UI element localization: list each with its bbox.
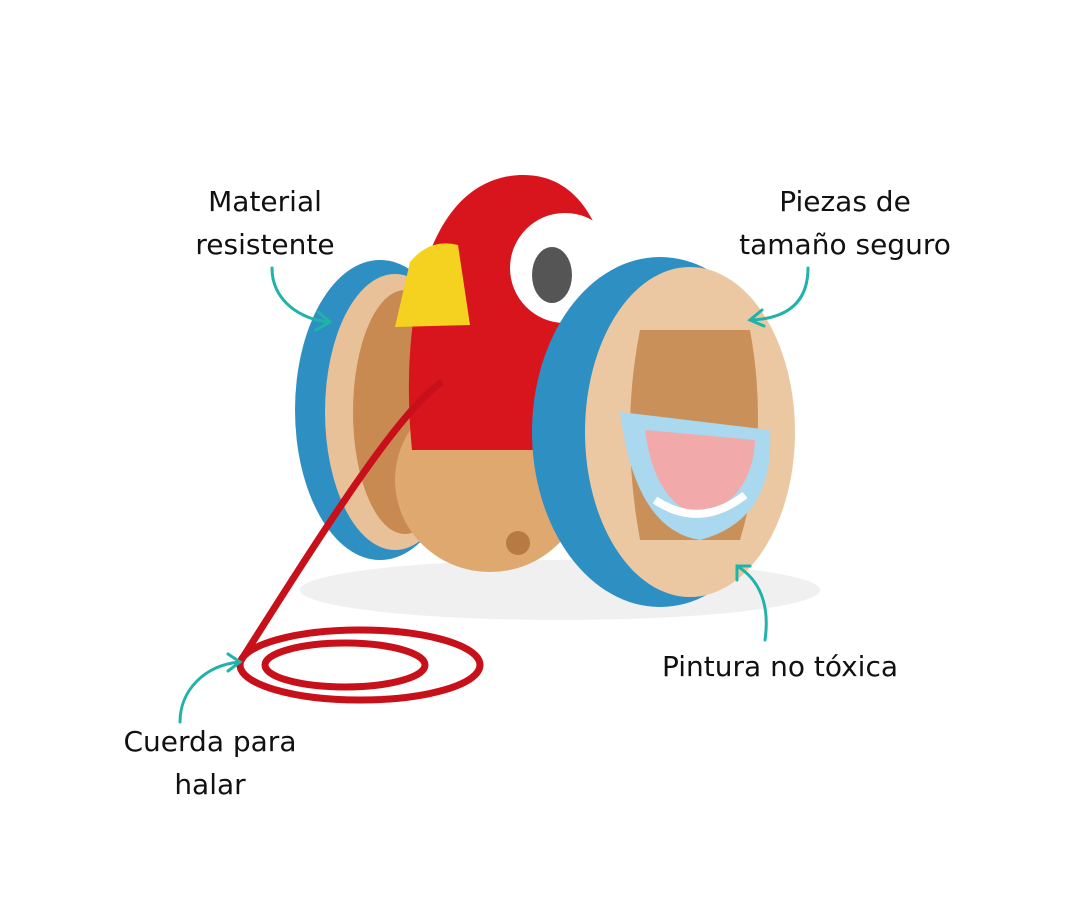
label-material: Material resistente xyxy=(195,185,335,261)
label-pull-string: Cuerda para halar xyxy=(123,725,297,801)
arrow-string-icon xyxy=(178,652,243,724)
arrow-material-icon xyxy=(270,266,333,332)
pull-string xyxy=(236,379,484,704)
arrow-paint-icon xyxy=(735,564,768,642)
label-safe-pieces: Piezas de tamaño seguro xyxy=(739,185,951,261)
right-wheel xyxy=(532,257,795,607)
arrow-pieces-icon xyxy=(747,266,810,328)
label-non-toxic-paint: Pintura no tóxica xyxy=(661,650,899,683)
